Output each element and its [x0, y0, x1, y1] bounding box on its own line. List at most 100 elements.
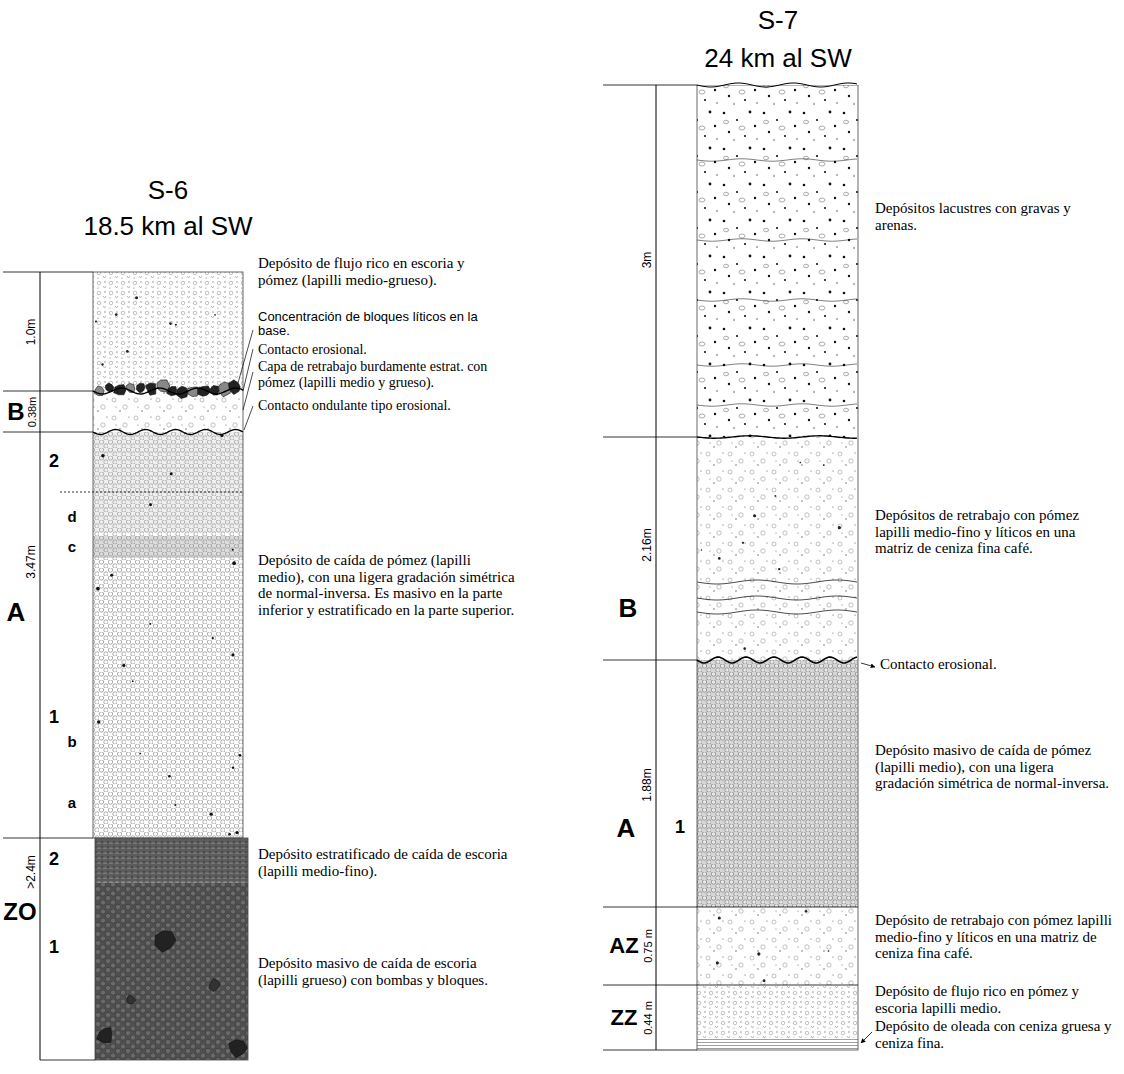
thickness-label: 0.38m — [26, 397, 38, 428]
lithic-clast — [239, 754, 242, 757]
lithic-clast — [232, 549, 234, 551]
description: Depósitos de retrabajo con pómez lapilli… — [875, 507, 1115, 557]
lithic-clast — [96, 587, 100, 591]
column-outline — [697, 85, 858, 1050]
leader-line — [244, 406, 253, 430]
lithic-clast — [175, 324, 177, 326]
description: Depósito masivo de caída de pómez (lapil… — [875, 742, 1115, 792]
lithic-clast — [232, 561, 236, 565]
lithic-clast — [231, 653, 234, 656]
lithic-clast — [774, 495, 776, 497]
scoria-strat-layer — [95, 838, 248, 883]
rework-layer — [93, 391, 243, 432]
lithic-clast — [232, 766, 234, 768]
erosional-contact — [697, 657, 857, 663]
thickness-label: 1.88m — [641, 768, 654, 801]
unit-letter: ZO — [3, 899, 36, 925]
section-title: S-6 — [148, 176, 188, 205]
strat-line — [697, 159, 857, 161]
strat-line — [697, 580, 857, 584]
pumice-fall-layer — [93, 432, 243, 838]
lithic-clast — [743, 647, 746, 650]
lithic-clast — [235, 831, 238, 834]
lithic-clast — [763, 979, 766, 982]
lithic-clast — [757, 952, 760, 955]
unit-letter: A — [617, 814, 636, 843]
leader-line — [861, 1032, 872, 1043]
lithic-clast — [701, 549, 702, 550]
leader-line — [861, 663, 875, 667]
subunit-label: 1 — [49, 708, 59, 728]
lithic-clast — [838, 526, 841, 529]
description: Contacto erosional. — [258, 342, 508, 357]
scale-line — [3, 272, 93, 273]
description: Capa de retrabajo burdamente estrat. con… — [258, 359, 508, 390]
unit-letter: B — [7, 399, 24, 425]
leader-line — [243, 372, 253, 410]
subunit-label: 1 — [675, 818, 685, 838]
lithic-clast — [742, 542, 744, 544]
strat-line — [697, 596, 857, 600]
scale-line — [40, 1060, 95, 1061]
surge-layer — [697, 1038, 858, 1050]
lithic-clast — [169, 322, 172, 325]
lithic-clast — [778, 568, 780, 570]
lithic-clast — [126, 350, 129, 353]
thickness-label: 0.44 m — [642, 1001, 654, 1035]
lithic-clast — [718, 557, 721, 560]
description: Depósito masivo de caída de escoria (lap… — [258, 955, 508, 988]
lacustrine-layer — [697, 85, 858, 437]
scale-line — [603, 660, 697, 661]
scale-line — [603, 907, 697, 908]
lithic-clast — [212, 637, 214, 639]
subunit-label: 1 — [49, 938, 59, 958]
lithic-clast — [828, 950, 830, 952]
block-clast — [127, 995, 136, 1003]
strat-line — [697, 239, 857, 241]
scale-line — [3, 432, 93, 433]
leader-line — [238, 330, 253, 383]
description: Depósito de caída de pómez (lapilli medi… — [258, 552, 516, 618]
lithic-clast — [135, 296, 138, 299]
unit-letter: A — [7, 598, 26, 627]
description: Depósito de flujo rico en escoria y póme… — [258, 255, 508, 288]
lithic-clast — [95, 320, 97, 322]
strat-line — [697, 364, 857, 366]
lithic-clast — [228, 833, 231, 836]
section-title: 18.5 km al SW — [83, 212, 252, 241]
erosional-contact — [697, 436, 857, 438]
column-outline — [95, 838, 248, 1060]
subunit-boundary — [60, 492, 243, 493]
top-mask — [696, 76, 859, 85]
description: Concentración de bloques líticos en la b… — [258, 310, 508, 339]
strat-line — [697, 610, 857, 614]
description: Contacto erosional. — [880, 656, 1110, 673]
block-clast — [229, 1040, 248, 1058]
lithic-clast — [132, 680, 134, 682]
block-clast — [155, 931, 176, 952]
lithic-clast — [168, 775, 171, 778]
scale-line — [603, 985, 697, 986]
lithic-clast — [149, 503, 152, 506]
description: Contacto ondulante tipo erosional. — [258, 398, 508, 413]
lithic-clast — [214, 314, 216, 316]
rework-layer — [697, 907, 858, 985]
lithic-clast — [753, 514, 756, 517]
column-outline — [93, 272, 243, 838]
subunit-label: b — [67, 734, 76, 751]
lithic-clast — [101, 363, 103, 365]
strat-line — [95, 842, 248, 843]
subunit-label: 2 — [49, 452, 59, 472]
block-clast — [209, 979, 220, 992]
scale-line — [603, 85, 697, 86]
unit-boundary — [697, 907, 858, 908]
strat-line — [95, 857, 248, 858]
thickness-label: >2.4m — [25, 855, 38, 889]
description: Depósito de flujo rico en pómez y escori… — [875, 983, 1115, 1016]
scale-line — [40, 272, 41, 1060]
lithic-clast — [170, 472, 173, 475]
lithic-clast — [139, 753, 141, 755]
flow-layer — [697, 985, 858, 1038]
unit-letter: B — [619, 594, 638, 623]
lithic-clast — [174, 804, 176, 806]
